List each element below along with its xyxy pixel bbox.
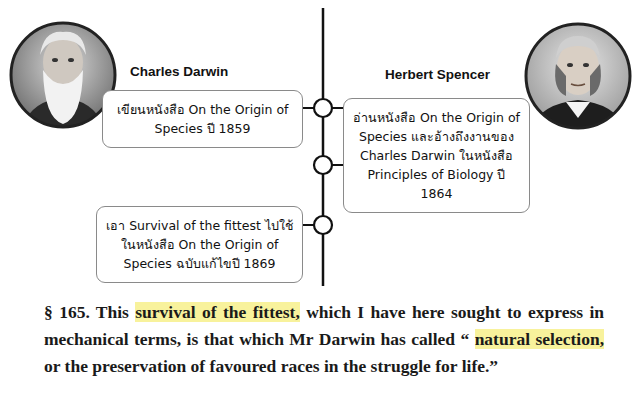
quote-excerpt: § 165. This survival of the fittest, whi… <box>44 299 604 380</box>
tick-line <box>303 224 314 226</box>
event-box: Herbert Spencerอ่านหนังสือ On the Origin… <box>343 98 530 213</box>
timeline-line <box>322 8 325 286</box>
tick-line <box>303 107 314 109</box>
highlighted-phrase: natural selection, <box>475 329 604 349</box>
event-box: Charles Darwinเขียนหนังสือ On the Origin… <box>102 90 303 148</box>
person-name: Charles Darwin <box>130 64 228 79</box>
event-box: เอา Survival of the fittest ไปใช้ ในหนัง… <box>96 206 303 283</box>
quote-text: § 165. This <box>44 302 129 322</box>
highlighted-phrase: survival of the fittest, <box>135 302 299 322</box>
event-text: อ่านหนังสือ On the Origin of Species และ… <box>352 108 521 203</box>
portrait-ring <box>11 23 115 127</box>
timeline-dot <box>314 216 332 234</box>
timeline-dot <box>314 99 332 117</box>
event-text: เอา Survival of the fittest ไปใช้ ในหนัง… <box>105 216 294 273</box>
timeline-dot <box>314 156 332 174</box>
spencer-portrait <box>524 22 634 132</box>
event-text: เขียนหนังสือ On the Origin of Species ปี… <box>111 100 294 138</box>
quote-text: or the preservation of favoured races in… <box>44 356 498 376</box>
person-name: Herbert Spencer <box>385 67 490 82</box>
portrait-ring <box>526 24 630 128</box>
